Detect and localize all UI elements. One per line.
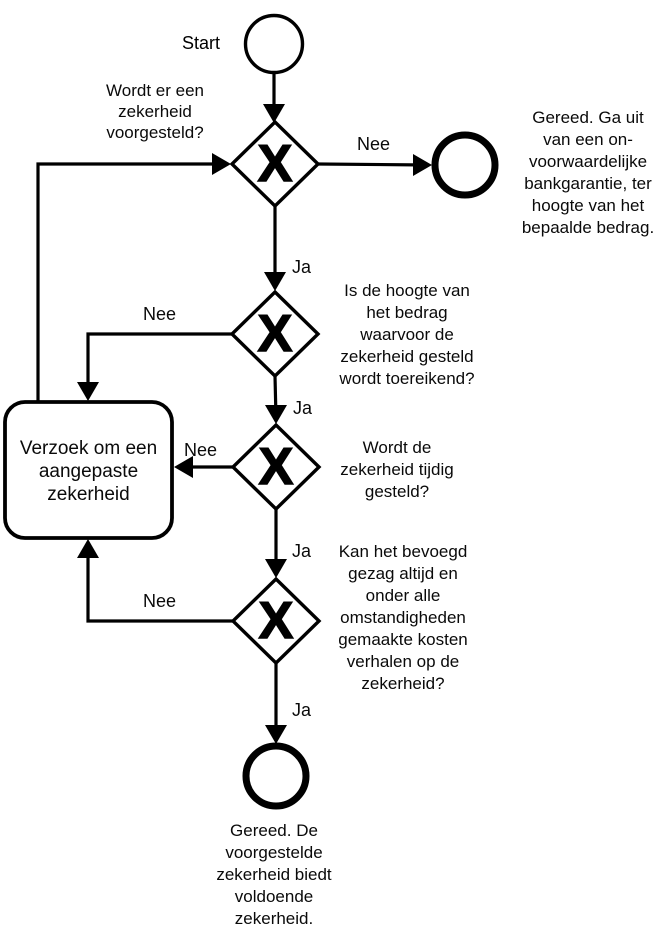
edge-label-gateway1-no: Nee	[357, 134, 391, 154]
gateway2-diamond	[229, 289, 321, 379]
end-event-no-security-label: Gereed. Ga uit van een on- voorwaardelij…	[521, 108, 655, 237]
gateway3-question: Wordt de zekerheid tijdig gesteld?	[340, 438, 454, 501]
arrowhead-into-task-top	[77, 382, 99, 401]
connector-gateway2-no-to-task	[86, 332, 232, 395]
arrowhead-into-gateway4-top	[265, 559, 287, 578]
gateway1-xor-marker-icon: X	[257, 134, 293, 194]
arrowhead-into-end-success	[265, 725, 287, 744]
task-box	[3, 400, 174, 540]
gateway4-question: Kan het bevoegd gezag altijd en onder al…	[338, 542, 468, 693]
start-label: Start	[182, 33, 221, 53]
arrowhead-into-task-bottom	[77, 539, 99, 558]
gateway2-xor-marker-icon: X	[257, 304, 293, 364]
edge-label-gateway2-yes: Ja	[293, 398, 313, 418]
gateway4-diamond	[230, 576, 322, 666]
arrowhead-into-end-no-security	[413, 154, 432, 176]
arrowhead-into-gateway2-top	[264, 272, 286, 291]
connector-gateway4-no-to-task	[86, 546, 233, 623]
gateway1-diamond	[229, 119, 321, 209]
gateway4-xor-marker-icon: X	[258, 591, 294, 651]
edge-label-gateway2-no: Nee	[143, 304, 177, 324]
edge-label-gateway4-no: Nee	[143, 591, 177, 611]
arrowhead-into-gateway1-left	[212, 153, 231, 175]
gateway3-diamond	[230, 422, 322, 512]
gateway1-question: Wordt er een zekerheid voorgesteld?	[106, 81, 204, 142]
end-event-success-label: Gereed. De voorgestelde zekerheid biedt …	[216, 821, 332, 928]
arrowhead-into-task-right	[174, 456, 193, 478]
connector-task-to-gateway1	[36, 162, 225, 402]
end-event-success-circle	[242, 742, 310, 810]
edge-label-gateway3-no: Nee	[184, 440, 218, 460]
edge-label-gateway3-yes: Ja	[292, 541, 312, 561]
task-label: Verzoek om een aangepaste zekerheid	[19, 438, 158, 505]
connector-gateway1-no-to-end	[317, 162, 428, 167]
arrowhead-into-gateway1-top	[263, 104, 285, 123]
gateway2-question: Is de hoogte van het bedrag waarvoor de …	[339, 281, 475, 388]
end-event-no-security-circle	[431, 131, 499, 199]
gateway3-xor-marker-icon: X	[258, 437, 294, 497]
edge-label-gateway4-yes: Ja	[292, 700, 312, 720]
edge-label-gateway1-yes: Ja	[292, 257, 312, 277]
arrowhead-into-gateway3-top	[265, 405, 287, 424]
start-event-circle	[243, 13, 305, 75]
